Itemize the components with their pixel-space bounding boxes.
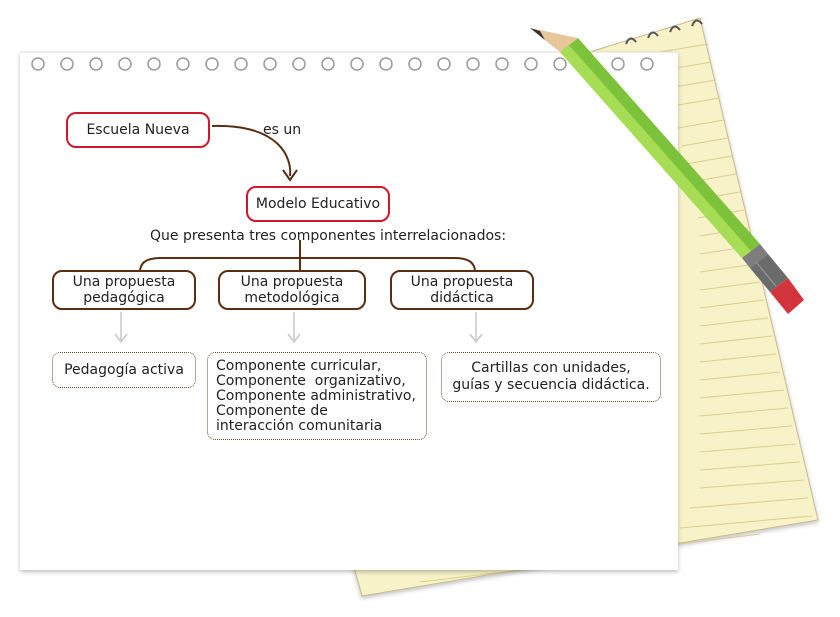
component-line2: didáctica xyxy=(430,290,494,306)
component-line1: Una propuesta xyxy=(240,274,344,290)
spiral-binding-icon xyxy=(31,57,654,71)
root-node: Escuela Nueva xyxy=(66,112,210,148)
detail-line: Pedagogía activa xyxy=(64,362,184,378)
detail-node-cartillas: Cartillas con unidades, guías y secuenci… xyxy=(441,352,661,402)
component-line1: Una propuesta xyxy=(72,274,176,290)
down-arrows xyxy=(114,312,483,344)
component-line2: pedagógica xyxy=(83,290,165,306)
detail-line: guías y secuencia didáctica. xyxy=(452,377,650,393)
connector-lines xyxy=(139,124,476,273)
component-node-metodologica: Una propuesta metodológica xyxy=(218,270,366,310)
detail-line: Cartillas con unidades, xyxy=(471,360,631,376)
detail-line: interacción comunitaria xyxy=(216,417,383,434)
pencil-icon xyxy=(530,28,804,314)
detail-node-pedagogia: Pedagogía activa xyxy=(52,352,196,388)
detail-line: Componente curricular, xyxy=(216,357,382,374)
down-arrow-3 xyxy=(469,312,483,344)
detail-line: Componente de xyxy=(216,402,328,419)
detail-line: Componente organizativo, xyxy=(216,372,406,389)
component-node-didactica: Una propuesta didáctica xyxy=(390,270,534,310)
bracket-connector xyxy=(139,240,476,273)
root-to-model-connector xyxy=(211,124,292,177)
notepad-binding-icon xyxy=(625,19,703,45)
component-line2: metodológica xyxy=(244,290,340,306)
detail-line: Componente administrativo, xyxy=(216,387,416,404)
root-label: Escuela Nueva xyxy=(86,122,190,138)
down-arrow-1 xyxy=(114,312,128,344)
subtitle-label: Que presenta tres componentes interrelac… xyxy=(150,228,507,244)
model-label: Modelo Educativo xyxy=(255,196,381,212)
relation-label: es un xyxy=(263,122,302,138)
component-line1: Una propuesta xyxy=(410,274,514,290)
arrowhead-model xyxy=(282,169,298,182)
down-arrow-2 xyxy=(287,312,301,344)
model-node: Modelo Educativo xyxy=(246,186,390,222)
detail-node-componentes: Componente curricular, Componente organi… xyxy=(207,352,427,440)
component-node-pedagogica: Una propuesta pedagógica xyxy=(52,270,196,310)
